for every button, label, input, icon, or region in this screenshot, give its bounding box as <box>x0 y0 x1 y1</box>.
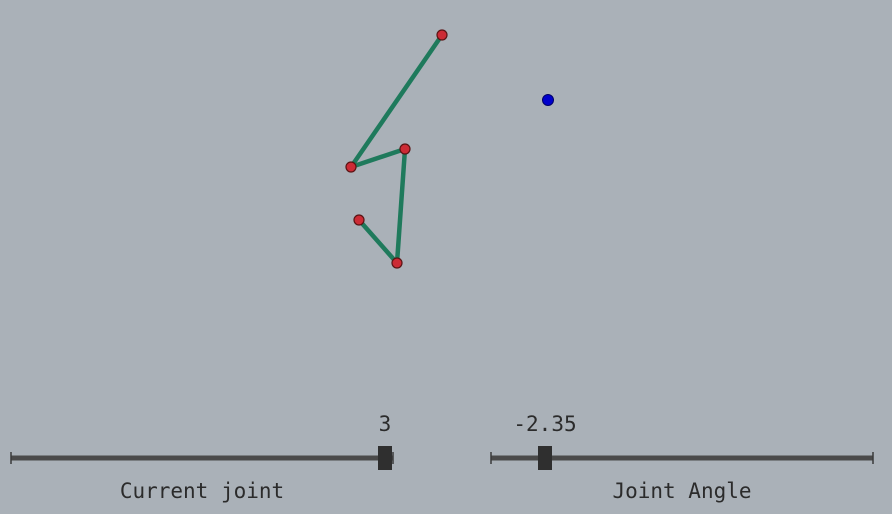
arm-joint-2[interactable] <box>399 143 411 155</box>
joint-angle-label: Joint Angle <box>612 479 751 503</box>
arm-link-3 <box>394 146 408 266</box>
arm-link-1 <box>348 32 445 170</box>
current-joint-value: 3 <box>379 412 392 436</box>
arm-links <box>348 32 445 266</box>
arm-joint-3[interactable] <box>391 257 403 269</box>
arm-link-4 <box>356 217 400 266</box>
joint-angle-slider[interactable]: -2.35 Joint Angle <box>490 412 874 503</box>
arm-joint-0[interactable] <box>436 29 448 41</box>
joint-angle-value: -2.35 <box>513 412 576 436</box>
current-joint-thumb[interactable] <box>378 446 392 470</box>
current-joint-slider[interactable]: 3 Current joint <box>10 412 394 503</box>
arm-link-2 <box>348 146 408 170</box>
joint-angle-thumb[interactable] <box>538 446 552 470</box>
target-point[interactable] <box>542 94 554 106</box>
arm-joints <box>345 29 448 269</box>
arm-joint-4[interactable] <box>353 214 365 226</box>
current-joint-label: Current joint <box>120 479 284 503</box>
arm-joint-1[interactable] <box>345 161 357 173</box>
